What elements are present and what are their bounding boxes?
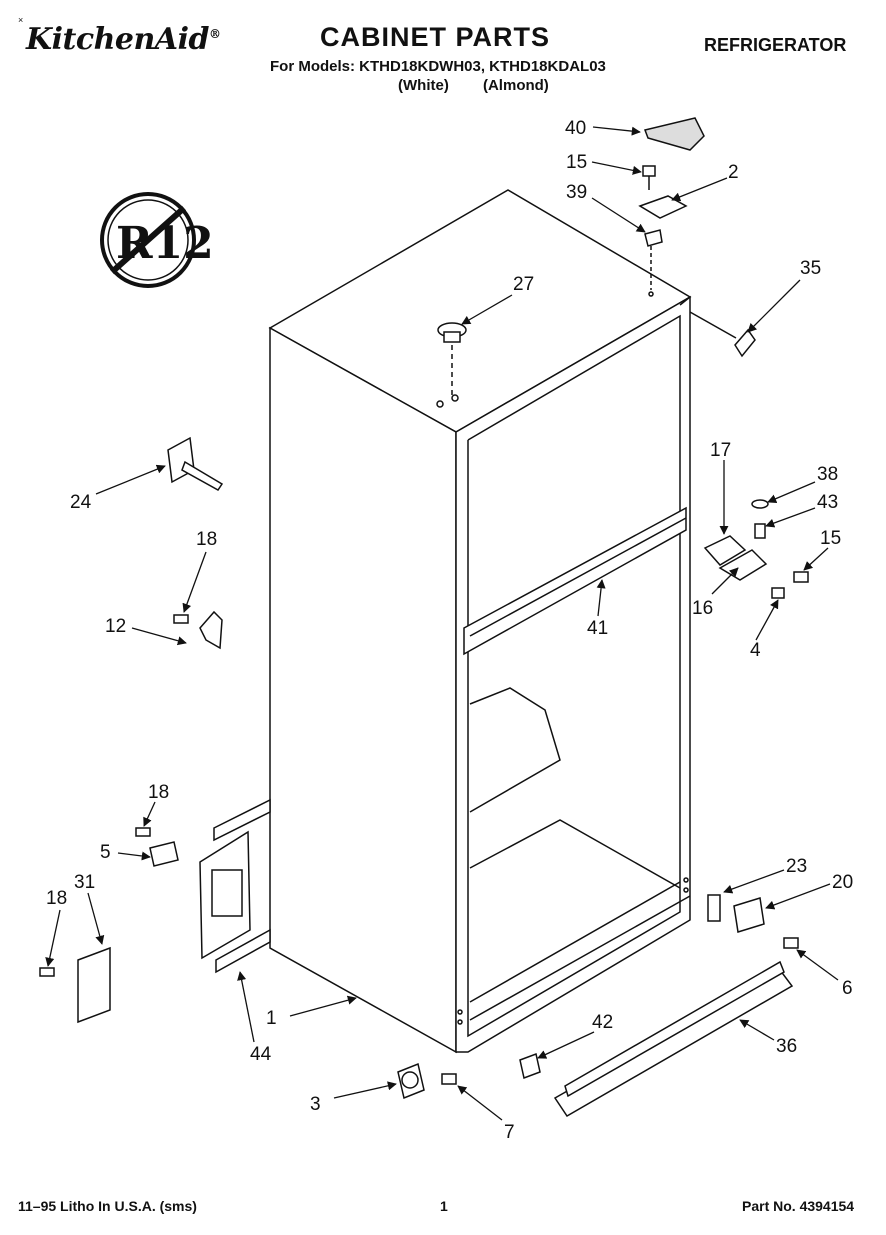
callout-35: 35	[800, 258, 821, 279]
callout-15-mid: 15	[820, 528, 841, 549]
callout-31: 31	[74, 872, 95, 893]
pin-icon	[754, 523, 766, 539]
callout-12: 12	[105, 616, 126, 637]
leader-lines	[45, 126, 839, 1121]
screw-icon-3	[39, 967, 55, 977]
cabinet-body	[268, 189, 692, 1054]
parts-graphics	[39, 117, 809, 1118]
leveler-icon	[167, 436, 195, 484]
callout-18-low: 18	[46, 888, 67, 909]
shim-icon	[644, 229, 663, 247]
shim-icon-2	[707, 894, 721, 922]
callout-27: 27	[513, 274, 534, 295]
callout-24: 24	[70, 492, 92, 513]
hinge-cover-icon	[643, 117, 705, 151]
callout-36: 36	[776, 1036, 797, 1057]
screw-icon-2	[135, 827, 151, 837]
callout-6: 6	[842, 978, 853, 999]
model-numbers: For Models: KTHD18KDWH03, KTHD18KDAL03	[270, 58, 606, 75]
callout-18: 18	[196, 529, 217, 550]
corner-mark: ×	[18, 15, 24, 25]
callout-3: 3	[310, 1094, 321, 1115]
brand-logo: KitchenAid®	[26, 22, 221, 57]
callout-7: 7	[504, 1122, 515, 1143]
no-r12-icon: R12	[100, 192, 214, 288]
callout-40: 40	[565, 118, 586, 139]
toe-grille-icon	[553, 969, 794, 1118]
part-number: Part No. 4394154	[742, 1198, 855, 1214]
callout-41: 41	[587, 618, 608, 639]
callout-43: 43	[817, 492, 838, 513]
callout-2: 2	[728, 162, 739, 183]
callout-5: 5	[100, 842, 111, 863]
washer-icon	[751, 499, 769, 509]
callout-4: 4	[750, 640, 761, 661]
clip-icon	[199, 610, 223, 650]
page-number: 1	[440, 1198, 448, 1214]
callout-18-mid: 18	[148, 782, 169, 803]
mid-hinge-bracket-icon	[703, 535, 747, 566]
bottom-hinge-icon	[733, 897, 765, 933]
hinge-screw-icon-2	[771, 587, 785, 599]
callout-20: 20	[832, 872, 853, 893]
bracket-clip-icon	[149, 841, 179, 867]
hinge-screw-icon	[793, 571, 809, 583]
plug-icon	[734, 328, 756, 358]
callout-38: 38	[817, 464, 838, 485]
appliance-type: REFRIGERATOR	[704, 35, 847, 55]
clip-screw-icon	[173, 614, 189, 624]
page-title: CABINET PARTS	[320, 22, 551, 52]
callout-39: 39	[566, 182, 587, 203]
color-variants: (White) (Almond)	[398, 77, 549, 94]
brand-text: KitchenAid	[26, 22, 209, 57]
top-hinge-icon	[638, 195, 688, 219]
callout-17: 17	[710, 440, 731, 461]
hinge-screw-icon-3	[783, 937, 799, 949]
screw-icon	[642, 165, 656, 177]
callout-15: 15	[566, 152, 587, 173]
callout-labels: 40 15 2 39 35 27 24 18 12 17 38 43 15 16…	[46, 118, 853, 1143]
callout-42: 42	[592, 1012, 613, 1033]
callout-23: 23	[786, 856, 807, 877]
callout-44: 44	[250, 1044, 272, 1065]
print-info: 11–95 Litho In U.S.A. (sms)	[18, 1198, 197, 1214]
callout-1: 1	[266, 1008, 277, 1029]
callout-16: 16	[692, 598, 713, 619]
registered-mark: ®	[208, 27, 221, 41]
cover-panel-icon	[77, 946, 111, 1024]
grille-clip-icon	[519, 1052, 541, 1080]
screw-icon-4	[441, 1073, 457, 1085]
